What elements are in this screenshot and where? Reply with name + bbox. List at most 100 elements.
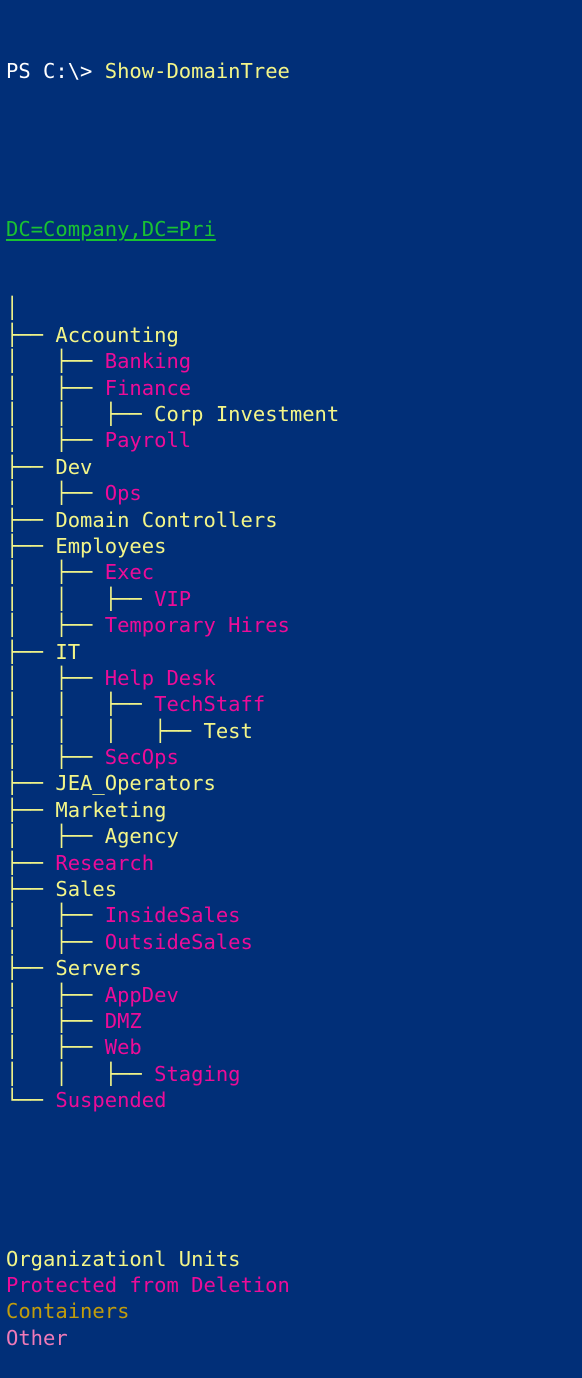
tree-row: ├── Sales — [6, 876, 576, 902]
tree-row: └── Suspended — [6, 1087, 576, 1113]
tree-node-label: Ops — [104, 481, 142, 506]
tree-row: │ ├── Help Desk — [6, 665, 576, 691]
tree-row: │ ├── Agency — [6, 823, 576, 849]
tree-root: DC=Company,DC=Pri — [6, 217, 216, 242]
tree-guide: │ ├── — [6, 560, 105, 585]
tree-node-label: Staging — [154, 1061, 241, 1086]
tree-guide: │ │ ├── — [6, 586, 155, 611]
tree-node-label: Temporary Hires — [104, 613, 290, 638]
tree-guide: │ ├── — [6, 745, 105, 770]
tree-guide: │ ├── — [6, 665, 105, 690]
tree-node-label: DMZ — [104, 1008, 142, 1033]
tree-node-label: Help Desk — [104, 665, 216, 690]
tree-row: │ ├── Payroll — [6, 427, 576, 453]
terminal-output[interactable]: PS C:\> Show-DomainTree DC=Company,DC=Pr… — [6, 5, 576, 1378]
tree-guide: │ ├── — [6, 375, 105, 400]
tree-guide: │ ├── — [6, 824, 105, 849]
tree-row: │ │ ├── VIP — [6, 586, 576, 612]
tree-node-label: Web — [104, 1035, 142, 1060]
tree-row: │ ├── Web — [6, 1034, 576, 1060]
tree-guide: ├── — [6, 454, 56, 479]
tree-node-label: Exec — [104, 560, 155, 585]
tree-node-label: TechStaff — [154, 692, 266, 717]
tree-guide: │ │ ├── — [6, 401, 155, 426]
tree-node-label: Payroll — [104, 428, 192, 453]
tree-row: │ ├── InsideSales — [6, 902, 576, 928]
tree-guide: │ ├── — [6, 903, 105, 928]
tree-row: ├── Dev — [6, 454, 576, 480]
blank-line — [6, 1166, 576, 1192]
tree-node-label: Research — [55, 850, 155, 875]
tree-row: │ │ ├── TechStaff — [6, 691, 576, 717]
tree-node-label: VIP — [154, 586, 192, 611]
tree-guide: │ │ ├── — [6, 1061, 155, 1086]
command-text: Show-DomainTree — [104, 58, 290, 83]
tree-row: │ ├── OutsideSales — [6, 929, 576, 955]
tree-node-label: OutsideSales — [104, 929, 253, 954]
tree-node-label: Domain Controllers — [55, 507, 278, 532]
tree-row: │ ├── AppDev — [6, 982, 576, 1008]
blank-line — [6, 137, 576, 163]
tree-guide: │ ├── — [6, 349, 105, 374]
tree-node-label: InsideSales — [104, 903, 241, 928]
prompt-line: PS C:\> Show-DomainTree — [6, 58, 576, 84]
legend-item-protected: Protected from Deletion — [6, 1272, 290, 1297]
tree-node-label: Banking — [104, 349, 192, 374]
tree-row: │ ├── Temporary Hires — [6, 612, 576, 638]
tree-node-label: JEA_Operators — [55, 771, 216, 796]
tree-guide: │ │ │ ├── — [6, 718, 204, 743]
tree-row: │ ├── Finance — [6, 375, 576, 401]
tree-guide: │ ├── — [6, 1008, 105, 1033]
tree-node-label: Employees — [55, 533, 167, 558]
tree-guide: │ ├── — [6, 481, 105, 506]
tree-row: │ ├── Exec — [6, 559, 576, 585]
tree-guide: │ ├── — [6, 982, 105, 1007]
tree-node-label: Dev — [55, 454, 93, 479]
tree-guide: ├── — [6, 507, 56, 532]
tree-row: │ │ ├── Corp Investment — [6, 401, 576, 427]
tree-guide: ├── — [6, 771, 56, 796]
tree-row: ├── Marketing — [6, 797, 576, 823]
tree-node-label: Marketing — [55, 797, 167, 822]
tree-row: │ ├── Ops — [6, 480, 576, 506]
tree-node-label: AppDev — [104, 982, 179, 1007]
tree-row: ├── Employees — [6, 533, 576, 559]
tree-guide: ├── — [6, 850, 56, 875]
tree-guide: │ │ ├── — [6, 692, 155, 717]
tree-node-label: Corp Investment — [154, 401, 340, 426]
tree-node-label: Suspended — [55, 1088, 167, 1113]
tree-guide: │ ├── — [6, 613, 105, 638]
tree-guide: │ ├── — [6, 929, 105, 954]
prompt-text: PS C:\> — [6, 58, 105, 83]
tree-row: │ │ │ ├── Test — [6, 718, 576, 744]
tree-guide: ├── — [6, 639, 56, 664]
domain-tree: │├── Accounting│ ├── Banking│ ├── Financ… — [6, 295, 576, 1113]
tree-node-label: Agency — [104, 824, 179, 849]
tree-guide: ├── — [6, 797, 56, 822]
tree-node-label: Finance — [104, 375, 192, 400]
tree-node-label: Servers — [55, 956, 142, 981]
tree-guide: └── — [6, 1088, 56, 1113]
tree-node-label: Test — [203, 718, 253, 743]
tree-row: ├── Research — [6, 850, 576, 876]
tree-row: │ ├── DMZ — [6, 1008, 576, 1034]
tree-root-line: DC=Company,DC=Pri — [6, 216, 576, 242]
tree-row: │ │ ├── Staging — [6, 1061, 576, 1087]
tree-row: │ ├── Banking — [6, 348, 576, 374]
tree-guide: ├── — [6, 533, 56, 558]
legend-item-ou: Organizationl Units — [6, 1246, 241, 1271]
legend-item-other: Other — [6, 1325, 68, 1350]
legend-item-container: Containers — [6, 1299, 130, 1324]
tree-guide: ├── — [6, 877, 56, 902]
tree-guide: ├── — [6, 956, 56, 981]
tree-row: │ ├── SecOps — [6, 744, 576, 770]
tree-row: ├── IT — [6, 639, 576, 665]
tree-guide: ├── — [6, 322, 56, 347]
tree-guide: │ ├── — [6, 1035, 105, 1060]
tree-node-label: IT — [55, 639, 81, 664]
tree-row: │ — [6, 295, 576, 321]
tree-guide: │ ├── — [6, 428, 105, 453]
tree-row: ├── Accounting — [6, 322, 576, 348]
tree-guide: │ — [6, 296, 19, 321]
